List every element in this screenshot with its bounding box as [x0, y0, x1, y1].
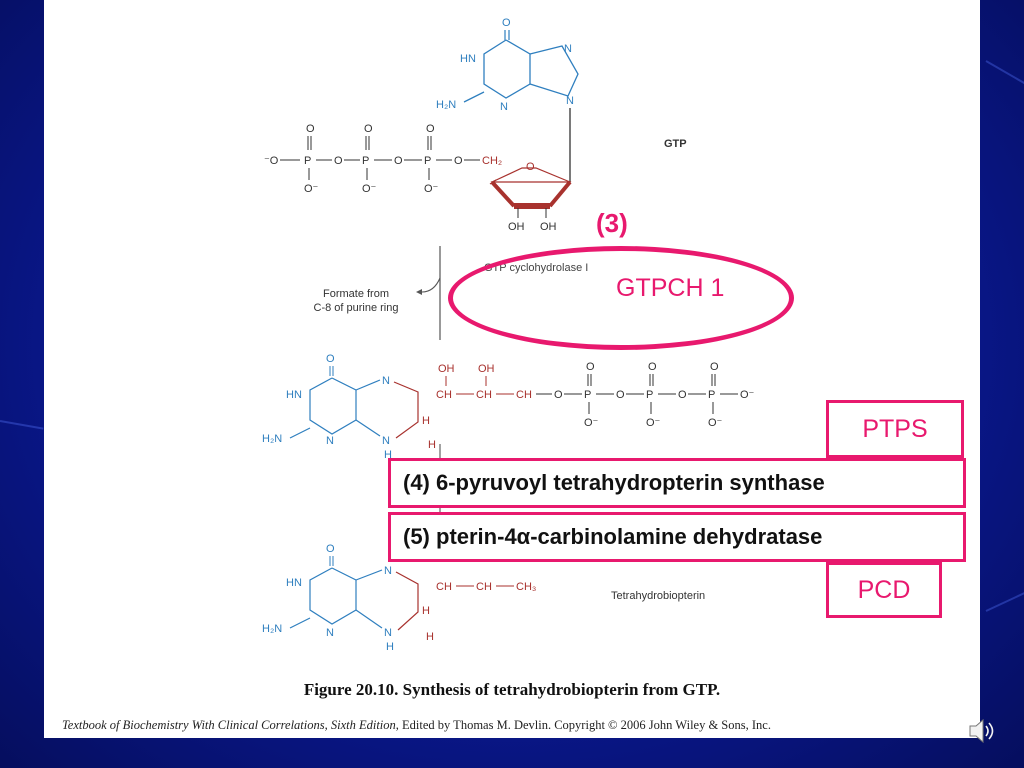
atom-n: N [326, 435, 334, 447]
atom-ch: CH [516, 389, 532, 401]
atom-ch2: CH₂ [482, 155, 502, 167]
atom-o: O [526, 161, 535, 173]
atom-h: H [422, 415, 430, 427]
background-streak [0, 420, 44, 430]
tetrahydrobiopterin-molecule: O HN H₂N N N N H H H CH CH CH₃ [262, 543, 536, 653]
atom-oh: OH [478, 363, 495, 375]
atom-o: O [426, 123, 435, 135]
atom-o: O [554, 389, 563, 401]
atom-p: P [708, 389, 715, 401]
atom-o: O [326, 543, 335, 555]
atom-o: O [394, 155, 403, 167]
atom-o: O [502, 17, 511, 29]
atom-o: O [586, 361, 595, 373]
atom-ch: CH [476, 581, 492, 593]
ptps-label: PTPS [862, 414, 928, 443]
atom-p: P [646, 389, 653, 401]
gtp-label: GTP [664, 138, 687, 150]
atom-oh: OH [540, 221, 557, 233]
atom-p: P [584, 389, 591, 401]
atom-n: N [566, 95, 574, 107]
formate-label-line1: Formate from [322, 288, 389, 300]
synthesis-diagram: O HN H₂N N N N O O O ⁻O P [262, 17, 755, 653]
pcd-label: PCD [857, 575, 911, 604]
background-streak [985, 60, 1024, 92]
atom-n: N [500, 101, 508, 113]
atom-minus-o: ⁻O [264, 155, 279, 167]
atom-h: H [426, 631, 434, 643]
atom-o-minus: O⁻ [304, 183, 319, 195]
atom-n: N [384, 565, 392, 577]
dihydroneopterin-triphosphate: O HN H₂N N N N H H H OH OH CH CH CH [262, 353, 755, 461]
atom-hn: HN [460, 53, 476, 65]
atom-n: N [382, 435, 390, 447]
enzyme-5-label: (5) pterin-4α-carbinolamine dehydratase [403, 524, 823, 549]
atom-h2n: H₂N [262, 623, 282, 635]
atom-ch: CH [436, 389, 452, 401]
atom-p: P [424, 155, 431, 167]
atom-o-minus: O⁻ [362, 183, 377, 195]
atom-h: H [428, 439, 436, 451]
atom-o: O [326, 353, 335, 365]
ptps-box: PTPS [826, 400, 964, 458]
atom-o: O [648, 361, 657, 373]
credit-title: Textbook of Biochemistry With Clinical C… [62, 718, 396, 732]
atom-o-minus: O⁻ [424, 183, 439, 195]
atom-p: P [362, 155, 369, 167]
atom-ch3: CH₃ [516, 581, 536, 593]
figure-panel: O HN H₂N N N N O O O ⁻O P [44, 0, 980, 738]
speaker-icon[interactable] [964, 714, 998, 748]
atom-o-minus: O⁻ [584, 417, 599, 429]
credit-rest: , Edited by Thomas M. Devlin. Copyright … [395, 718, 771, 732]
tetrahydrobiopterin-label: Tetrahydrobiopterin [611, 590, 706, 602]
atom-o: O [306, 123, 315, 135]
atom-hn: HN [286, 389, 302, 401]
atom-n: N [382, 375, 390, 387]
atom-p: P [304, 155, 311, 167]
gtpch-highlight-ellipse [448, 246, 794, 350]
atom-o: O [364, 123, 373, 135]
enzyme-4-box: (4) 6-pyruvoyl tetrahydropterin synthase [388, 458, 966, 508]
figure-caption: Figure 20.10. Synthesis of tetrahydrobio… [303, 680, 721, 699]
credit-line: Textbook of Biochemistry With Clinical C… [62, 718, 771, 733]
atom-n: N [384, 627, 392, 639]
atom-n: N [564, 43, 572, 55]
gtpch-label: GTPCH 1 [616, 274, 725, 302]
background-streak [985, 584, 1024, 612]
atom-o: O [710, 361, 719, 373]
formate-label-line2: C-8 of purine ring [313, 302, 399, 314]
gtp-molecule: O HN H₂N N N N O O O ⁻O P [264, 17, 579, 233]
atom-h2n: H₂N [262, 433, 282, 445]
atom-ch: CH [436, 581, 452, 593]
atom-o: O [616, 389, 625, 401]
atom-o: O [454, 155, 463, 167]
atom-o-minus: O⁻ [646, 417, 661, 429]
pcd-box: PCD [826, 562, 942, 618]
atom-o: O [334, 155, 343, 167]
atom-o: O [678, 389, 687, 401]
atom-oh: OH [438, 363, 455, 375]
atom-hn: HN [286, 577, 302, 589]
atom-o-minus: O⁻ [740, 389, 755, 401]
atom-h: H [384, 449, 392, 461]
atom-o-minus: O⁻ [708, 417, 723, 429]
step-3-label: (3) [596, 208, 628, 238]
atom-oh: OH [508, 221, 525, 233]
formate-arrow [421, 277, 441, 293]
atom-h: H [422, 605, 430, 617]
atom-n: N [326, 627, 334, 639]
atom-ch: CH [476, 389, 492, 401]
enzyme-4-label: (4) 6-pyruvoyl tetrahydropterin synthase [403, 470, 825, 495]
atom-h: H [386, 641, 394, 653]
enzyme-5-box: (5) pterin-4α-carbinolamine dehydratase [388, 512, 966, 562]
atom-h2n: H₂N [436, 99, 456, 111]
